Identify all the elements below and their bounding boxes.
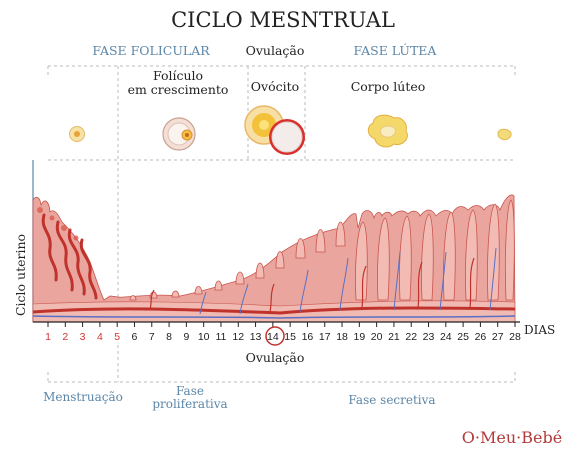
growing-follicle <box>162 117 196 151</box>
uterine-lining <box>32 194 516 323</box>
x-axis-label: DIAS <box>524 323 555 337</box>
ovulation-day-label: Ovulação <box>246 350 305 365</box>
regressing-corpus-luteum <box>497 128 512 141</box>
proliferative-label-line1: Fase <box>176 384 204 398</box>
day-label-9: 9 <box>183 331 189 343</box>
phase-bracket-top <box>47 65 516 322</box>
day-label-27: 27 <box>492 331 504 343</box>
primary-follicle <box>69 126 85 142</box>
day-label-26: 26 <box>475 331 487 343</box>
secretory-label: Fase secretiva <box>348 393 435 407</box>
phase-luteal-label: FASE LÚTEA <box>354 42 438 58</box>
day-label-21: 21 <box>388 331 400 343</box>
ovulation-day-circle <box>265 326 285 346</box>
proliferative-label-line2: proliferativa <box>152 397 227 411</box>
day-label-3: 3 <box>80 331 86 343</box>
growing-follicle-label-line2: em crescimento <box>128 82 229 97</box>
day-label-23: 23 <box>423 331 435 343</box>
day-label-7: 7 <box>149 331 155 343</box>
brand-logo: O·Meu·Bebé <box>462 428 562 447</box>
endometrial-glands <box>129 199 515 301</box>
menstruation-label: Menstruação <box>43 390 123 404</box>
day-ticks <box>47 322 516 327</box>
y-axis-label: Ciclo uterino <box>13 234 28 316</box>
phase-ovulation-label: Ovulação <box>246 43 305 58</box>
day-label-25: 25 <box>457 331 469 343</box>
vein-branches <box>199 247 497 315</box>
ovulating-follicle <box>244 105 305 155</box>
phase-bracket-bottom <box>47 345 516 383</box>
oocyte-label: Ovócito <box>251 79 299 94</box>
artery <box>32 306 516 315</box>
day-label-14: 14 <box>267 331 279 343</box>
page-title: CICLO MESNTRUAL <box>171 8 395 32</box>
corpus-luteum <box>367 114 408 148</box>
day-label-4: 4 <box>97 331 103 343</box>
day-label-6: 6 <box>132 331 138 343</box>
day-label-24: 24 <box>440 331 452 343</box>
day-label-16: 16 <box>302 331 314 343</box>
day-label-19: 19 <box>353 331 365 343</box>
day-label-5: 5 <box>114 331 120 343</box>
day-label-20: 20 <box>371 331 383 343</box>
day-label-1: 1 <box>45 331 51 343</box>
day-label-15: 15 <box>284 331 296 343</box>
day-label-12: 12 <box>232 331 244 343</box>
day-label-11: 11 <box>216 331 227 343</box>
menstrual-blood <box>37 207 79 241</box>
day-label-8: 8 <box>166 331 172 343</box>
day-label-10: 10 <box>198 331 210 343</box>
day-label-17: 17 <box>319 331 331 343</box>
menstrual-coils <box>41 213 98 300</box>
day-label-13: 13 <box>250 331 262 343</box>
artery-branches <box>149 257 475 313</box>
phase-follicular-label: FASE FOLICULAR <box>92 43 210 58</box>
day-label-2: 2 <box>62 331 68 343</box>
vein <box>32 315 516 319</box>
day-label-22: 22 <box>405 331 417 343</box>
day-label-28: 28 <box>509 331 521 343</box>
day-label-18: 18 <box>336 331 348 343</box>
growing-follicle-label-line1: Folículo <box>153 68 203 83</box>
corpus-luteum-label: Corpo lúteo <box>351 79 426 94</box>
